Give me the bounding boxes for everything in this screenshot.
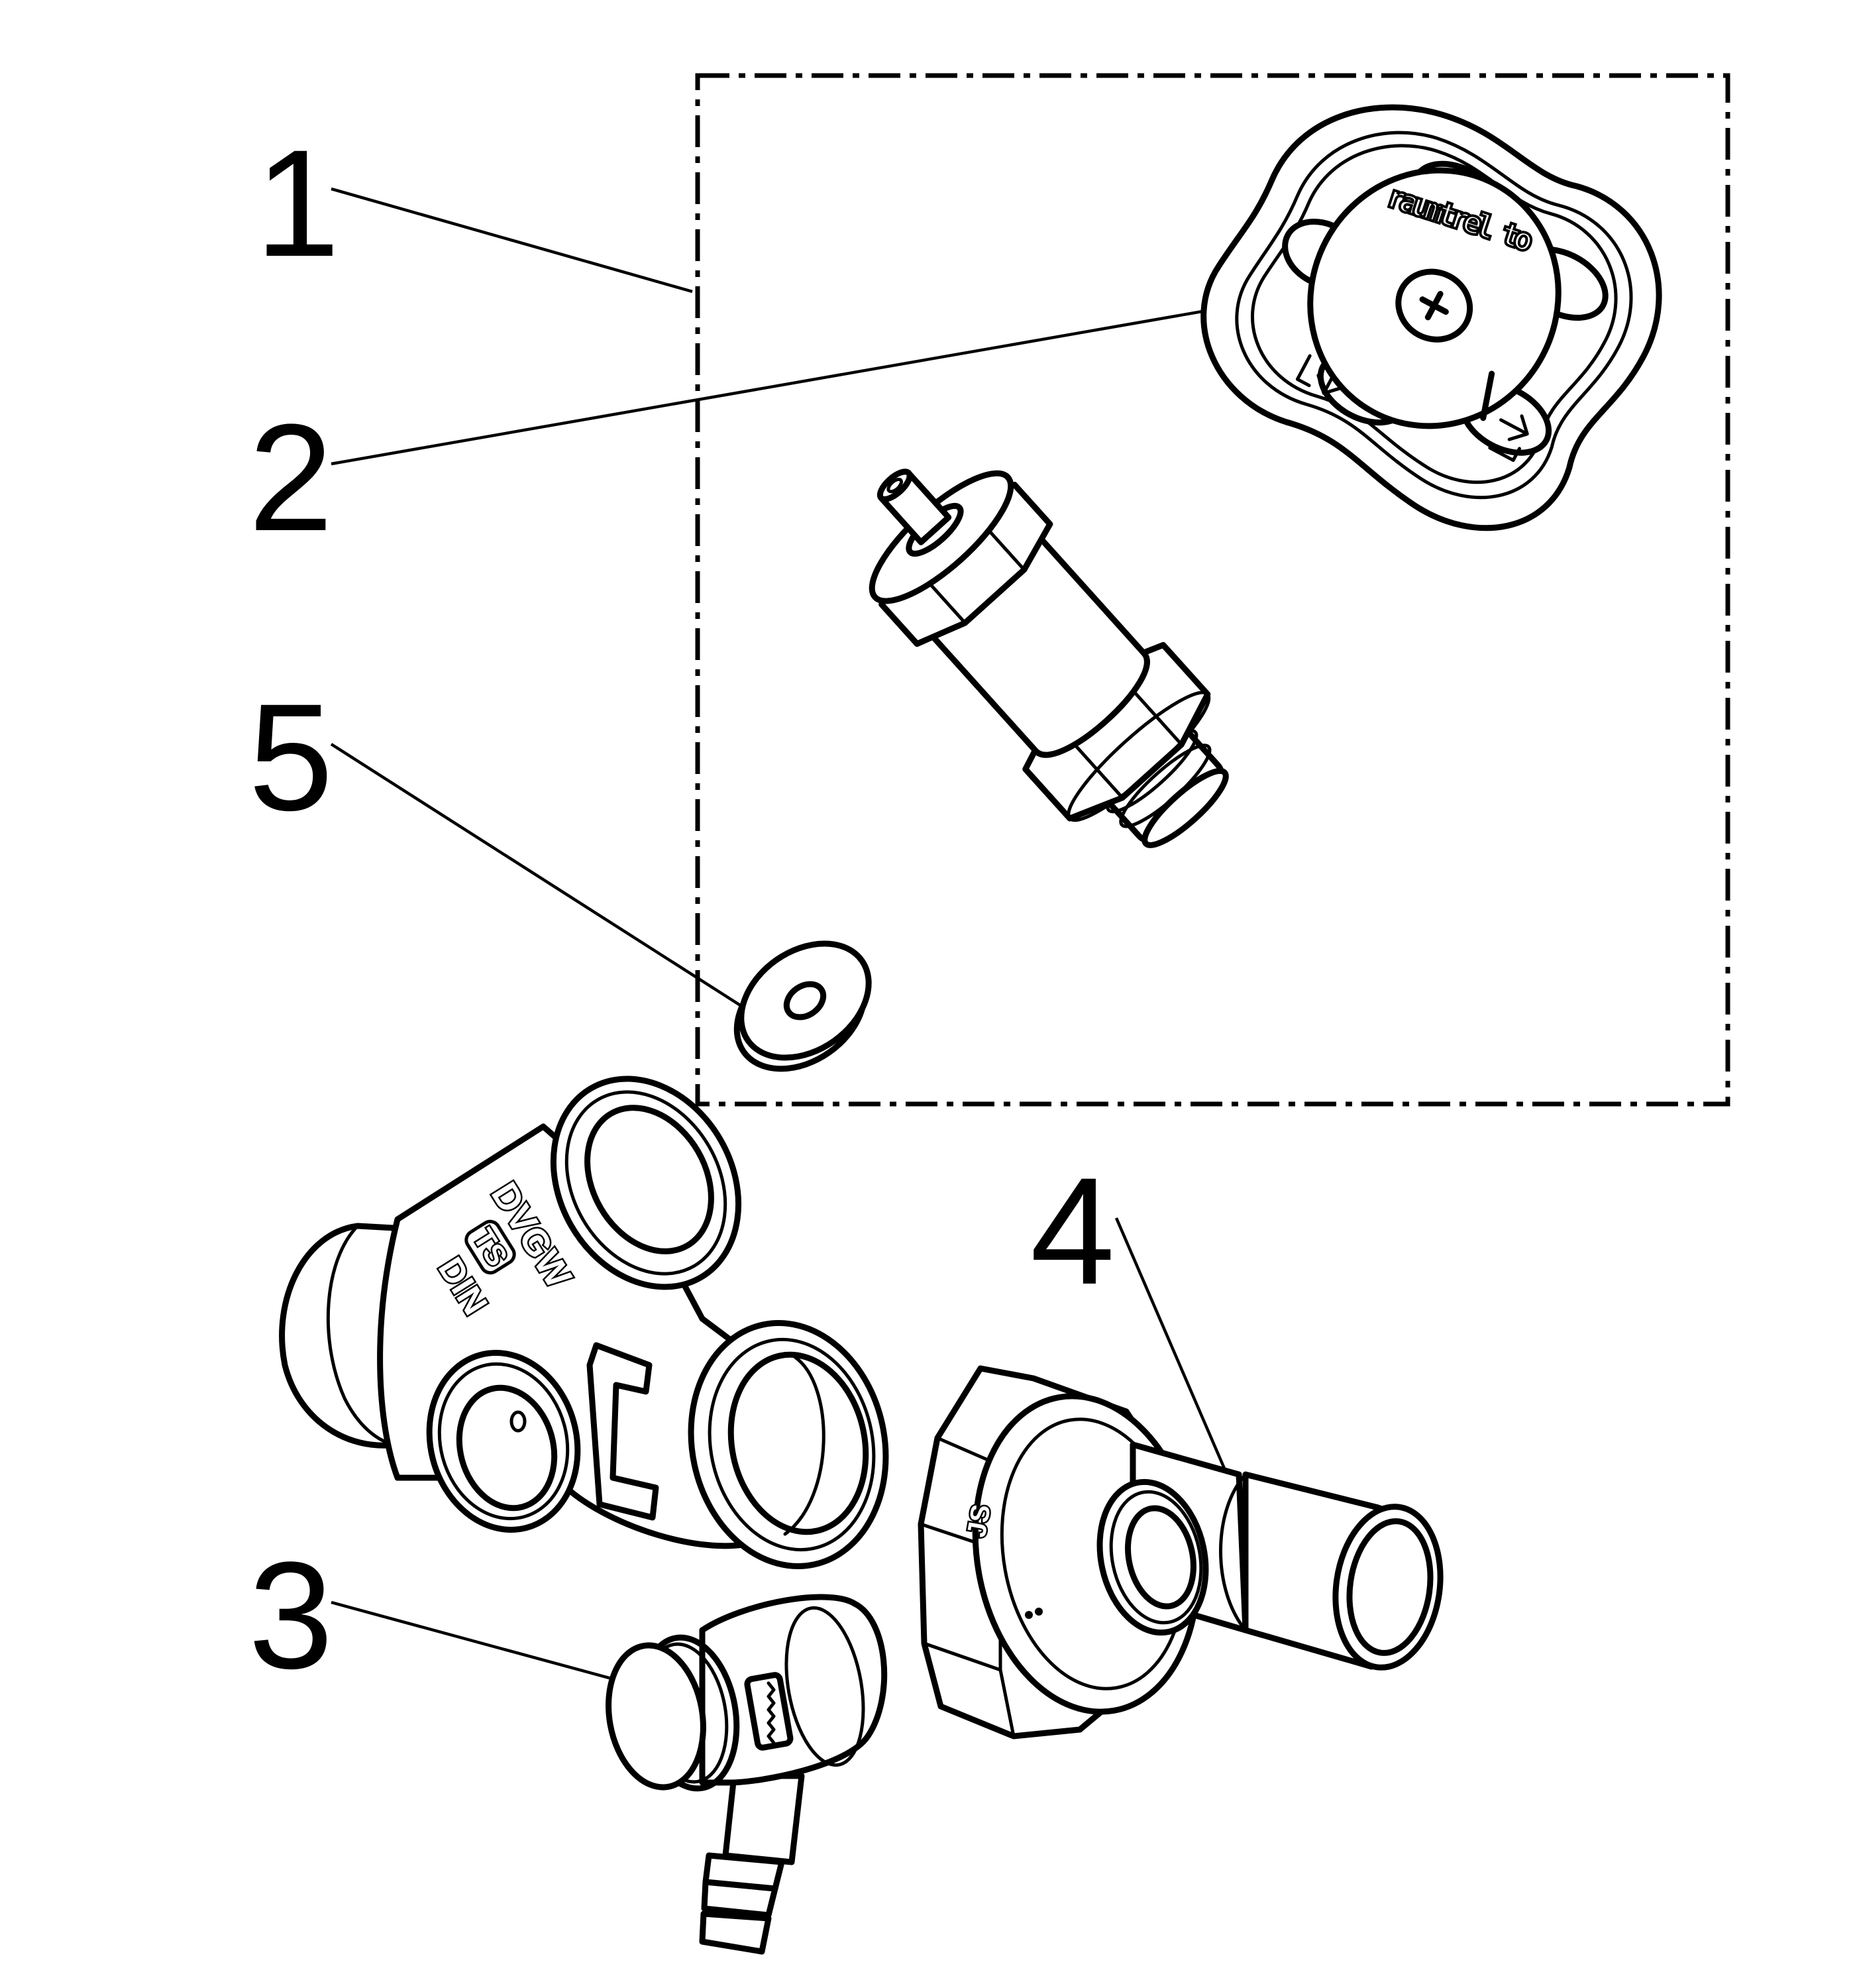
union-nut-dot <box>1035 1608 1043 1616</box>
callout-4: 4 <box>1030 1146 1246 1514</box>
dial-indicator-mark <box>1480 370 1495 421</box>
washer-part <box>733 940 872 1072</box>
sleeve-bend <box>1219 1472 1247 1632</box>
drain-port-bore <box>456 1384 558 1512</box>
callout-number-3: 3 <box>248 1530 333 1700</box>
leader-line-3 <box>331 1600 641 1688</box>
label-plate-zigzag <box>767 1681 776 1745</box>
valve-cartridge <box>869 469 1229 848</box>
valve-body-part: DVGW TS DIN <box>279 1076 889 1569</box>
leader-line-4 <box>1114 1217 1246 1514</box>
union-seal-ring-bore <box>1125 1505 1196 1610</box>
inlet-ring <box>326 1224 399 1447</box>
drain-cap-part <box>606 1594 888 1955</box>
handwheel-part: raumtrel to <box>1200 104 1662 531</box>
drain-hose-nozzle <box>722 1773 805 1865</box>
leader-line-5 <box>330 743 745 1009</box>
drain-cap-housing-ring <box>784 1606 865 1767</box>
union-nut-dot <box>1025 1611 1033 1619</box>
spindle-top <box>876 469 913 502</box>
spindle-bore <box>886 477 904 494</box>
phillips-cross-icon <box>1419 291 1449 321</box>
callout-5: 5 <box>248 672 745 1009</box>
handwheel-inner-rim <box>1235 131 1633 500</box>
leader-line-1 <box>331 187 693 294</box>
top-socket-rim <box>564 1090 727 1276</box>
outlet-socket-rim <box>708 1337 876 1552</box>
outlet-inner-edge <box>783 1355 825 1536</box>
union-seal-ring-rim <box>1109 1490 1203 1625</box>
callout-1: 1 <box>255 118 693 294</box>
union-connector-part: JS <box>918 1365 1444 1740</box>
assembly-group-frame <box>695 73 1730 1107</box>
washer-center-hole <box>783 981 827 1021</box>
outlet-socket-outer <box>688 1320 889 1569</box>
rotation-arrow-icon <box>1488 414 1529 463</box>
nozzle-barb-fill <box>702 1852 785 1892</box>
callout-number-5: 5 <box>248 672 333 842</box>
leader-line-2 <box>331 300 1259 466</box>
hex-edge <box>919 1436 1016 1738</box>
cartridge-collar <box>1067 690 1211 822</box>
callout-number-2: 2 <box>248 392 333 563</box>
callout-2: 2 <box>248 300 1259 563</box>
drain-port-outer <box>426 1350 581 1533</box>
callout-3: 3 <box>248 1530 641 1700</box>
drain-port-pin <box>509 1410 527 1433</box>
nozzle-barb <box>699 1910 772 1955</box>
drain-cap-housing <box>699 1594 888 1786</box>
body-marking-ts-frame <box>464 1219 516 1275</box>
callout-number-1: 1 <box>255 118 340 288</box>
callout-number-4: 4 <box>1030 1146 1115 1316</box>
top-socket-outer <box>550 1076 742 1290</box>
top-socket-bore <box>584 1105 714 1254</box>
union-nut-marking: JS <box>962 1502 996 1539</box>
outlet-socket-bore <box>727 1351 869 1535</box>
cartridge-thread-ring <box>1119 744 1212 828</box>
body-clip-bracket <box>586 1342 659 1521</box>
union-tail-end-bore <box>1346 1518 1434 1656</box>
drain-port-rim <box>437 1362 570 1521</box>
drain-cap-face <box>606 1642 706 1791</box>
